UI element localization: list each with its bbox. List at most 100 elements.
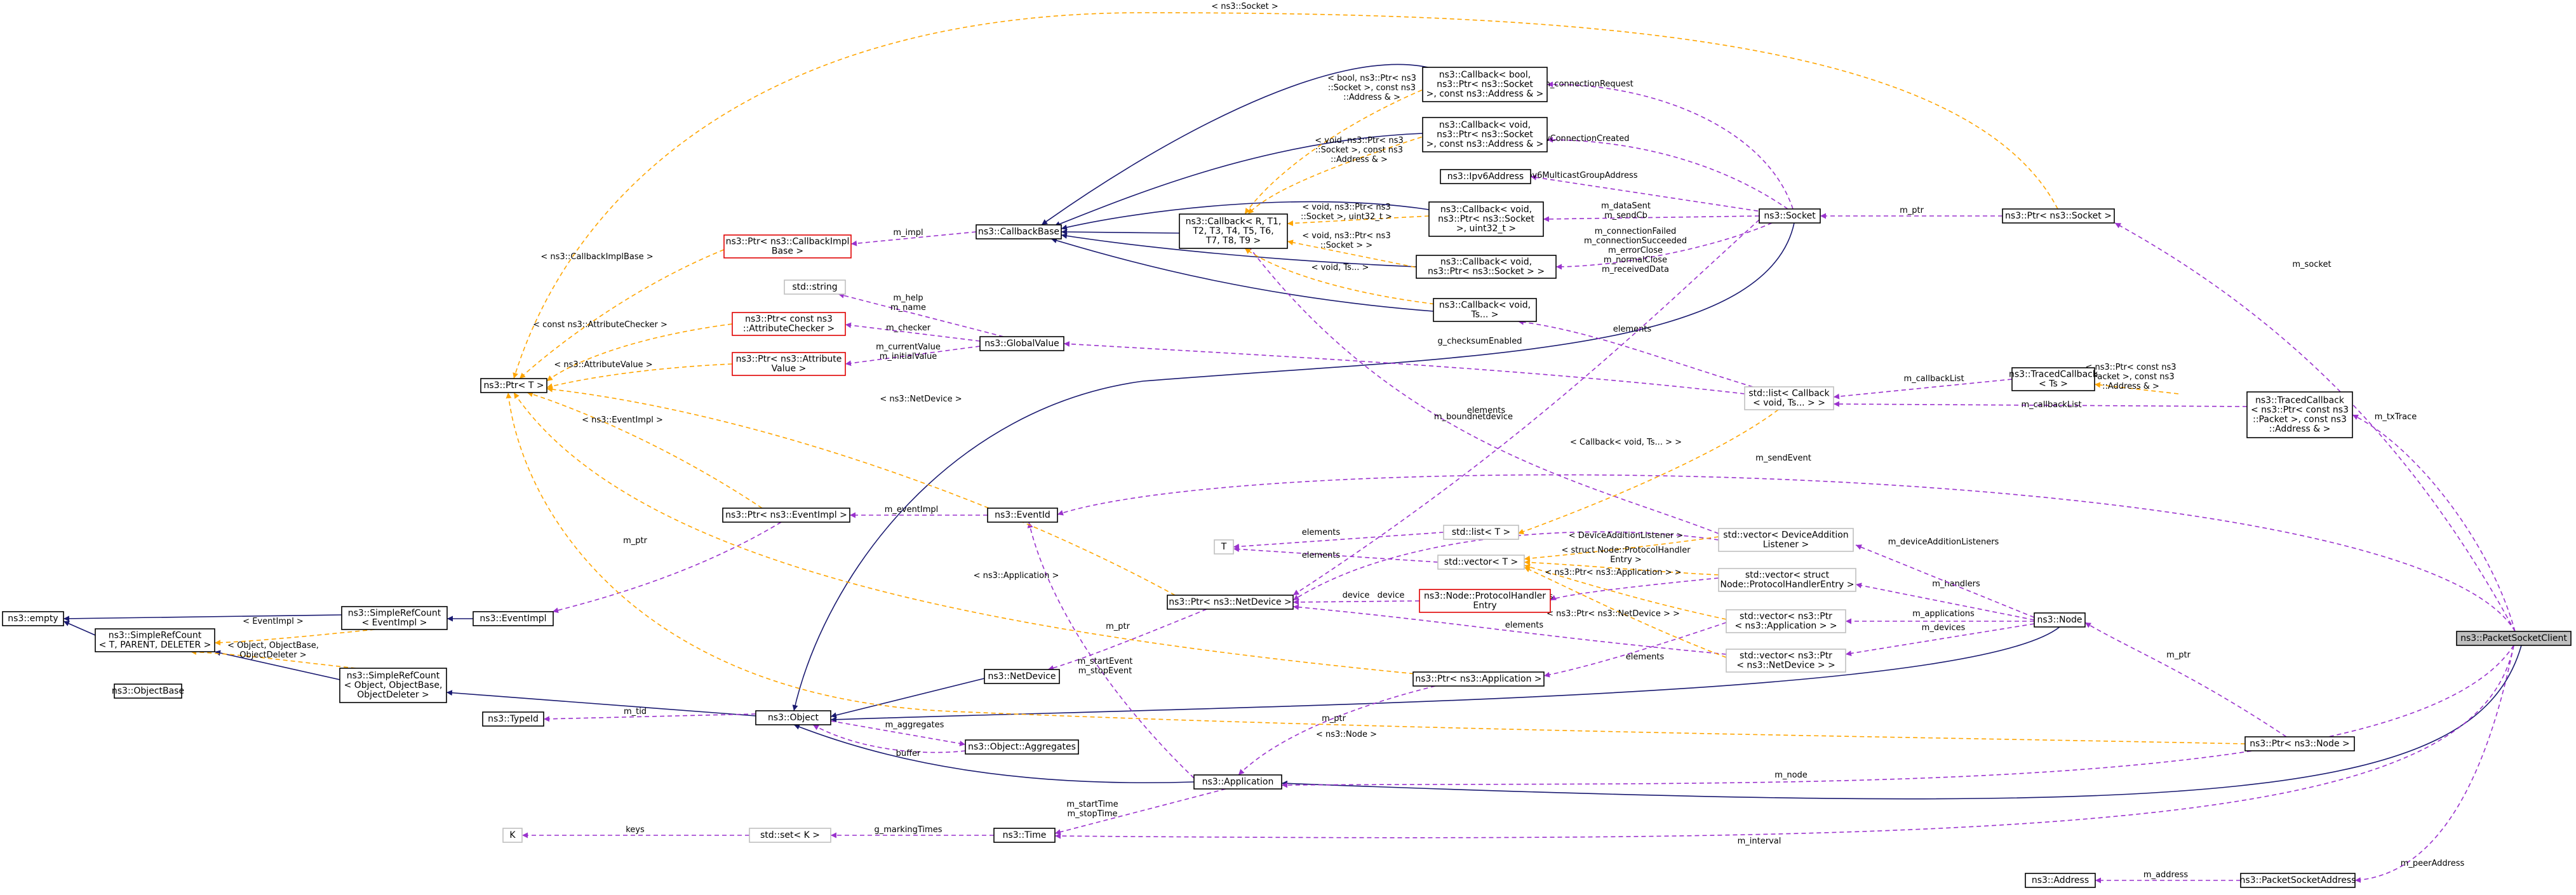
class-node-cbBool[interactable]: ns3::Callback< bool,ns3::Ptr< ns3::Socke… xyxy=(1422,67,1548,102)
edge-label-buffer: buffer xyxy=(896,749,921,758)
class-node-cbVoidAddr[interactable]: ns3::Callback< void,ns3::Ptr< ns3::Socke… xyxy=(1422,117,1548,152)
class-node-netdev[interactable]: ns3::NetDevice xyxy=(984,669,1060,684)
inheritance-edge-15 xyxy=(1281,645,2522,800)
class-node-cbbase[interactable]: ns3::CallbackBase xyxy=(976,224,1062,239)
class-node-ptrEvt[interactable]: ns3::Ptr< ns3::EventImpl > xyxy=(722,508,850,523)
edge-label-devAddL: m_deviceAdditionListeners xyxy=(1888,537,1999,547)
edge-label-tApp: < ns3::Application > xyxy=(974,571,1059,581)
class-node-time[interactable]: ns3::Time xyxy=(993,828,1056,843)
usage-edge-35: device xyxy=(1292,591,1420,605)
inheritance-edge-8 xyxy=(1061,201,1430,231)
class-node-client[interactable]: ns3::PacketSocketClient xyxy=(2456,631,2572,646)
usage-edge-27: m_address xyxy=(2095,870,2241,884)
edge-label-newConn: m_newConnectionCreated xyxy=(1520,134,1629,144)
class-node-node[interactable]: ns3::Node xyxy=(2034,612,2086,628)
class-node-label: ns3::CallbackBase xyxy=(978,227,1059,237)
usage-edge-41: elements xyxy=(1292,604,1727,655)
inheritance-edge-10 xyxy=(1061,232,1417,267)
edge-label-mPtrSock: m_ptr xyxy=(1900,206,1924,215)
edge-label-handlers: m_handlers xyxy=(1932,579,1980,589)
usage-edge-58: m_tid xyxy=(543,707,756,722)
class-node-srcEvt[interactable]: ns3::SimpleRefCount< EventImpl > xyxy=(341,606,448,630)
class-node-psa[interactable]: ns3::PacketSocketAddress xyxy=(2240,873,2356,888)
class-node-vecDev[interactable]: std::vector< ns3::Ptr< ns3::NetDevice > … xyxy=(1726,649,1846,673)
edge-label-devices: m_devices xyxy=(1922,623,1966,633)
class-node-K[interactable]: K xyxy=(502,828,523,843)
class-node-vecApp[interactable]: std::vector< ns3::Ptr< ns3::Application … xyxy=(1726,609,1846,633)
class-node-Tnode[interactable]: T xyxy=(1214,539,1234,555)
edge-label-mImpl: m_impl xyxy=(893,228,923,238)
class-node-srcT[interactable]: ns3::SimpleRefCount< T, PARENT, DELETER … xyxy=(95,628,215,652)
class-node-vectorT[interactable]: std::vector< T > xyxy=(1437,555,1525,570)
class-node-listT[interactable]: std::list< T > xyxy=(1443,525,1519,540)
usage-edge-47: m_impl xyxy=(850,228,977,246)
class-node-stdstring[interactable]: std::string xyxy=(784,279,846,295)
template-edge-75: < ns3::Application > xyxy=(513,392,1430,676)
edge-label-mTxTrace: m_txTrace xyxy=(2375,412,2417,422)
class-node-srcObj[interactable]: ns3::SimpleRefCount< Object, ObjectBase,… xyxy=(339,668,447,703)
usage-edge-42: elements xyxy=(1543,622,1727,678)
inheritance-edge-5 xyxy=(830,678,985,718)
edge-label-tNode: < ns3::Node > xyxy=(1316,730,1377,739)
edge-label-tPtrApp: < ns3::Ptr< ns3::Application > > xyxy=(1545,568,1681,577)
class-node-cbVoidSock[interactable]: ns3::Callback< void,ns3::Ptr< ns3::Socke… xyxy=(1416,255,1557,279)
class-node-ptrNode[interactable]: ns3::Ptr< ns3::Node > xyxy=(2244,736,2355,751)
edge-label-tVoidAddr: < void, ns3::Ptr< ns3::Socket >, const n… xyxy=(1315,136,1403,165)
class-node-cbVoidU32[interactable]: ns3::Callback< void,ns3::Ptr< ns3::Socke… xyxy=(1428,201,1544,237)
usage-edge-53: m_ptr xyxy=(1047,609,1207,671)
class-node-app[interactable]: ns3::Application xyxy=(1193,774,1282,790)
class-node-label: std::set< K > xyxy=(760,830,820,840)
edge-label-aggrs: m_aggregates xyxy=(885,720,944,730)
class-node-eventimpl[interactable]: ns3::EventImpl xyxy=(473,611,554,626)
class-node-tcbPkt[interactable]: ns3::TracedCallback< ns3::Ptr< const ns3… xyxy=(2246,391,2353,438)
class-node-cbR[interactable]: ns3::Callback< R, T1,T2, T3, T4, T5, T6,… xyxy=(1179,213,1288,249)
class-node-typeid[interactable]: ns3::TypeId xyxy=(482,711,544,727)
usage-edge-24: m_sendEvent xyxy=(1057,454,2516,632)
class-node-setK[interactable]: std::set< K > xyxy=(749,828,831,843)
class-node-ptrSocket[interactable]: ns3::Ptr< ns3::Socket > xyxy=(2002,208,2115,224)
class-node-label: ns3::Time xyxy=(1003,830,1047,840)
class-node-label: std::list< Callback< void, Ts... > > xyxy=(1748,389,1830,408)
inheritance-edge-9 xyxy=(1061,229,1180,235)
class-node-address[interactable]: ns3::Address xyxy=(2025,873,2096,888)
class-node-eventid[interactable]: ns3::EventId xyxy=(987,508,1058,523)
class-node-label: ns3::GlobalValue xyxy=(984,339,1059,349)
usage-edge-26: m_peerAddress xyxy=(2354,645,2514,883)
class-node-tcbTs[interactable]: ns3::TracedCallback< Ts > xyxy=(2009,367,2098,391)
class-node-label: ns3::Ptr< ns3::Application > xyxy=(1415,674,1541,684)
class-node-ipv6[interactable]: ns3::Ipv6Address xyxy=(1440,169,1531,184)
template-edge-69: < const ns3::AttributeChecker > xyxy=(533,320,733,382)
class-node-socket[interactable]: ns3::Socket xyxy=(1759,208,1821,224)
class-node-ptrNetDev[interactable]: ns3::Ptr< ns3::NetDevice > xyxy=(1167,595,1294,610)
edge-label-applications: m_applications xyxy=(1912,609,1975,619)
usage-edge-33: m_devices xyxy=(1845,623,2035,657)
class-node-empty[interactable]: ns3::empty xyxy=(2,611,64,626)
class-node-ptrAttrChk[interactable]: ns3::Ptr< const ns3::AttributeChecker > xyxy=(732,312,846,336)
template-edge-66: < void, ns3::Ptr< ns3::Socket > > xyxy=(1287,231,1423,269)
class-node-object[interactable]: ns3::Object xyxy=(755,710,831,725)
class-node-ptrT[interactable]: ns3::Ptr< T > xyxy=(480,378,547,393)
usage-edge-52: m_ptr xyxy=(552,522,782,614)
class-node-ptrApp[interactable]: ns3::Ptr< ns3::Application > xyxy=(1412,671,1545,687)
class-node-objbase[interactable]: ns3::ObjectBase xyxy=(112,683,184,699)
class-node-listCb[interactable]: std::list< Callback< void, Ts... > > xyxy=(1744,386,1834,410)
edge-label-tObjBase: < Object, ObjectBase,ObjectDeleter > xyxy=(227,641,319,660)
edge-label-tTcb: < ns3::Ptr< const ns3::Packet >, const n… xyxy=(2086,363,2177,391)
class-node-label: ns3::PacketSocketAddress xyxy=(2240,875,2356,885)
class-node-aggr[interactable]: ns3::Object::Aggregates xyxy=(965,739,1079,755)
class-node-cbVoidTs[interactable]: ns3::Callback< void,Ts... > xyxy=(1433,298,1537,322)
class-node-globalval[interactable]: ns3::GlobalValue xyxy=(979,336,1064,351)
edges-layer: m_connectionRequestm_newConnectionCreate… xyxy=(63,2,2522,884)
